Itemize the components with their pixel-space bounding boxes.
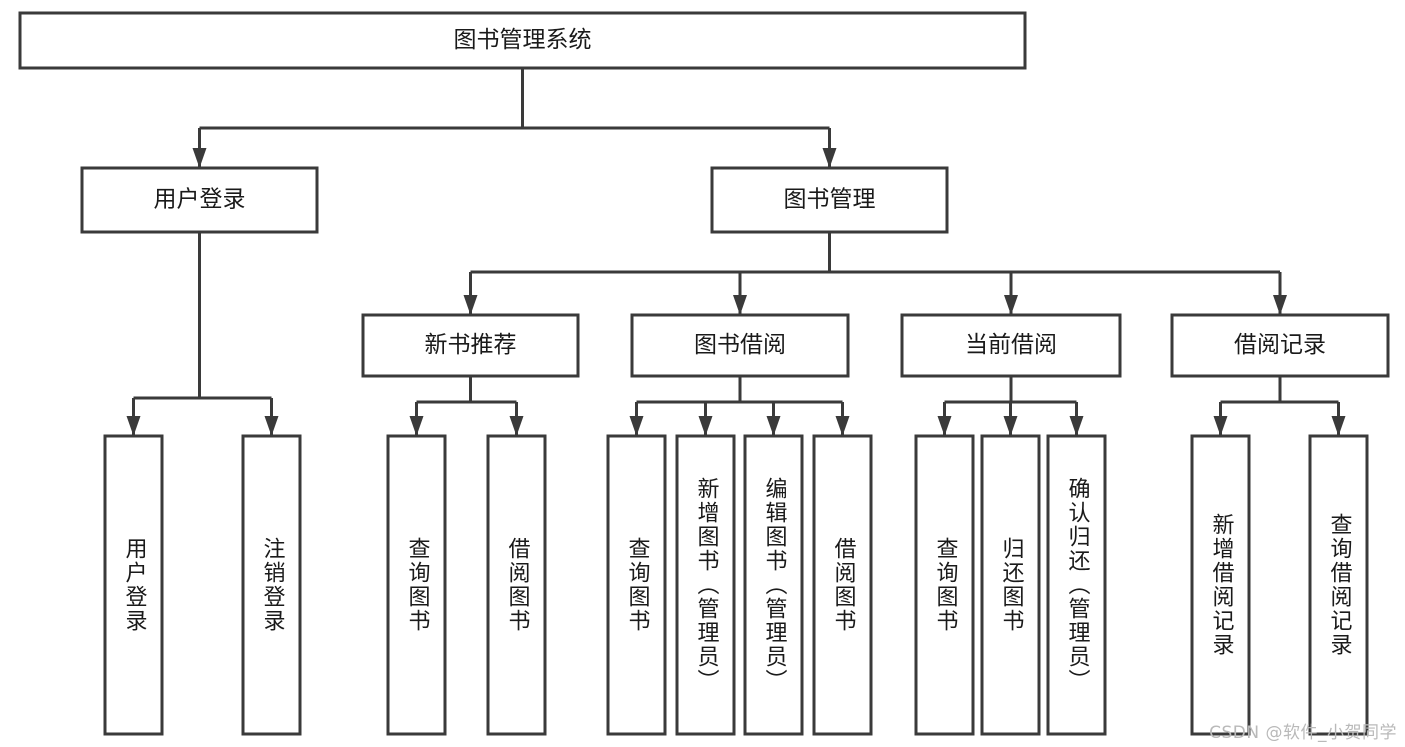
node-box[interactable]: [1046, 434, 1107, 736]
arrow-head-icon: [1003, 416, 1018, 436]
node-box[interactable]: [80, 166, 319, 234]
node-归还图书[interactable]: 归还图书: [980, 434, 1041, 736]
node-box[interactable]: [900, 313, 1122, 378]
arrow-head-icon: [264, 416, 279, 436]
arrow-head-icon: [835, 416, 850, 436]
node-box[interactable]: [1308, 434, 1369, 736]
node-注销登录[interactable]: 注销登录: [241, 434, 302, 736]
node-box[interactable]: [914, 434, 975, 736]
arrow-head-icon: [822, 148, 837, 168]
node-label: 查询图书: [405, 537, 431, 633]
arrow-head-icon: [509, 416, 524, 436]
node-label: 图书管理系统: [454, 27, 592, 53]
node-label: 确认归还（管理员）: [1065, 477, 1091, 693]
node-label: 新增图书（管理员）: [694, 477, 720, 693]
node-新书推荐[interactable]: 新书推荐: [361, 313, 580, 378]
node-label: 当前借阅: [965, 332, 1057, 358]
node-box[interactable]: [103, 434, 164, 736]
node-查询图书[interactable]: 查询图书: [914, 434, 975, 736]
node-确认归还管理员[interactable]: 确认归还（管理员）: [1046, 434, 1107, 736]
node-图书借阅[interactable]: 图书借阅: [630, 313, 850, 378]
node-label: 借阅记录: [1234, 332, 1326, 358]
node-label: 图书借阅: [694, 332, 786, 358]
arrow-head-icon: [463, 295, 478, 315]
node-box[interactable]: [675, 434, 736, 736]
arrow-head-icon: [1331, 416, 1346, 436]
connector-layer: [126, 68, 1346, 436]
node-新增借阅记录[interactable]: 新增借阅记录: [1190, 434, 1251, 736]
node-box[interactable]: [486, 434, 547, 736]
node-label: 查询借阅记录: [1327, 513, 1353, 657]
node-用户登录[interactable]: 用户登录: [103, 434, 164, 736]
arrow-head-icon: [698, 416, 713, 436]
arrow-head-icon: [1004, 295, 1018, 315]
node-box[interactable]: [1190, 434, 1251, 736]
arrow-head-icon: [937, 416, 952, 436]
node-box[interactable]: [743, 434, 804, 736]
arrow-head-icon: [1273, 295, 1287, 315]
node-box[interactable]: [630, 313, 850, 378]
node-查询图书[interactable]: 查询图书: [386, 434, 447, 736]
node-新增图书管理员[interactable]: 新增图书（管理员）: [675, 434, 736, 736]
node-借阅图书[interactable]: 借阅图书: [812, 434, 873, 736]
node-label: 借阅图书: [831, 537, 857, 633]
node-图书管理[interactable]: 图书管理: [710, 166, 949, 234]
node-label: 查询图书: [933, 537, 959, 633]
node-当前借阅[interactable]: 当前借阅: [900, 313, 1122, 378]
arrow-head-icon: [1069, 416, 1084, 436]
node-box[interactable]: [980, 434, 1041, 736]
node-label: 用户登录: [122, 537, 148, 633]
node-box[interactable]: [361, 313, 580, 378]
node-label: 用户登录: [154, 187, 246, 213]
node-label: 查询图书: [625, 537, 651, 633]
node-box[interactable]: [812, 434, 873, 736]
node-label: 图书管理: [784, 187, 876, 213]
arrow-head-icon: [126, 416, 141, 436]
arrow-head-icon: [733, 295, 747, 315]
node-查询借阅记录[interactable]: 查询借阅记录: [1308, 434, 1369, 736]
node-box[interactable]: [1170, 313, 1390, 378]
node-box[interactable]: [386, 434, 447, 736]
node-label: 注销登录: [260, 537, 286, 633]
node-layer: 图书管理系统用户登录图书管理新书推荐图书借阅当前借阅借阅记录用户登录注销登录查询…: [18, 11, 1390, 736]
arrow-head-icon: [1213, 416, 1228, 436]
node-图书管理系统[interactable]: 图书管理系统: [18, 11, 1027, 70]
node-借阅记录[interactable]: 借阅记录: [1170, 313, 1390, 378]
node-label: 新增借阅记录: [1209, 513, 1235, 657]
node-label: 编辑图书（管理员）: [762, 477, 788, 693]
node-查询图书[interactable]: 查询图书: [606, 434, 667, 736]
node-label: 借阅图书: [505, 537, 531, 633]
arrow-head-icon: [629, 416, 644, 436]
node-编辑图书管理员[interactable]: 编辑图书（管理员）: [743, 434, 804, 736]
node-box[interactable]: [710, 166, 949, 234]
node-label: 归还图书: [999, 537, 1025, 633]
node-借阅图书[interactable]: 借阅图书: [486, 434, 547, 736]
node-box[interactable]: [18, 11, 1027, 70]
node-box[interactable]: [606, 434, 667, 736]
node-label: 新书推荐: [425, 332, 517, 358]
arrow-head-icon: [409, 416, 424, 436]
arrow-head-icon: [192, 148, 207, 168]
node-box[interactable]: [241, 434, 302, 736]
node-用户登录[interactable]: 用户登录: [80, 166, 319, 234]
arrow-head-icon: [766, 416, 781, 436]
